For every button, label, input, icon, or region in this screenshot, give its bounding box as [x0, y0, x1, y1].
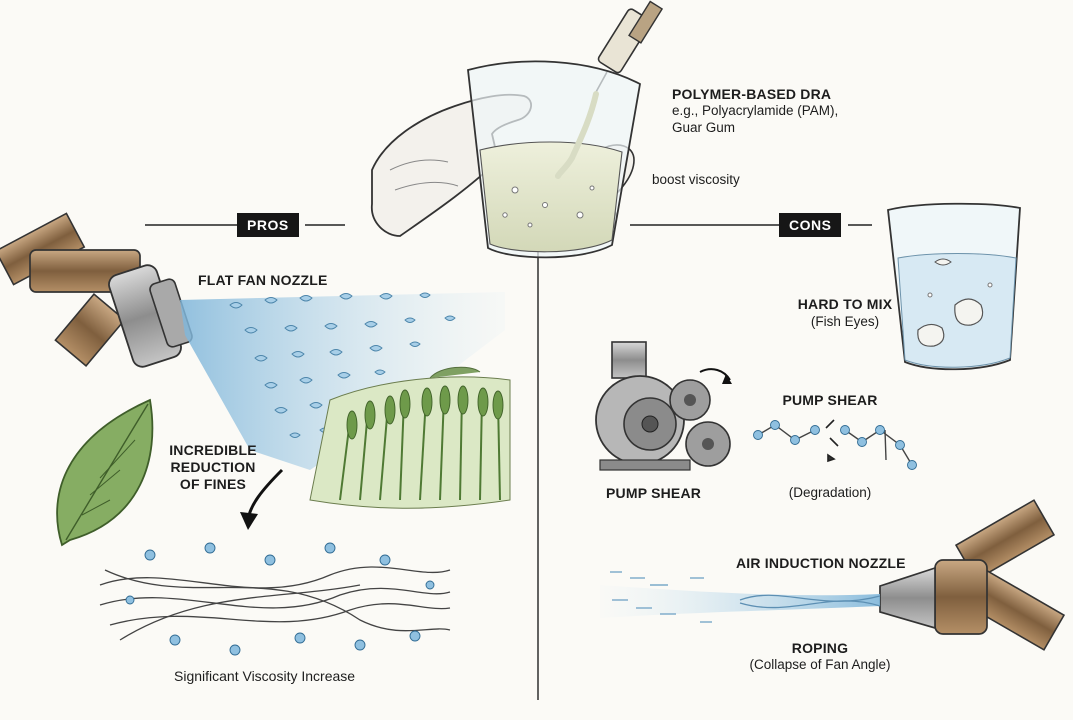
reduction-line1: INCREDIBLE — [169, 442, 257, 458]
polymer-molecule-network-icon — [99, 542, 451, 656]
down-arrow-icon — [240, 468, 284, 530]
viscosity-label: Significant Viscosity Increase — [174, 668, 356, 684]
beaker-with-polymer-icon — [467, 60, 641, 259]
pump-gears-icon — [595, 341, 732, 471]
air-induction-nozzle-icon — [879, 499, 1066, 651]
dra-title: POLYMER-BASED DRA — [672, 86, 832, 102]
roping-label: ROPING — [791, 640, 849, 656]
dra-examples-line1: e.g., Polyacrylamide (PAM), — [672, 103, 839, 118]
dra-note: boost viscosity — [652, 172, 740, 187]
roping-sub-label: (Collapse of Fan Angle) — [749, 657, 891, 672]
flat-fan-nozzle-icon — [0, 212, 193, 368]
reduction-line3: OF FINES — [179, 476, 247, 492]
hard-to-mix-label: HARD TO MIX — [797, 296, 893, 312]
degradation-label: (Degradation) — [788, 485, 872, 500]
degraded-chain-icon — [753, 419, 917, 470]
leaf-icon — [56, 398, 154, 547]
air-induction-nozzle-label: AIR INDUCTION NOZZLE — [736, 555, 906, 571]
cons-tag: CONS — [779, 213, 842, 237]
crop-field-icon — [309, 366, 511, 509]
dra-examples-line2: Guar Gum — [672, 120, 736, 135]
roping-spray — [600, 571, 881, 623]
fish-eyes-label: (Fish Eyes) — [810, 314, 880, 329]
section-dividers — [145, 224, 872, 700]
flat-fan-spray — [180, 292, 505, 470]
pros-tag: PROS — [237, 213, 299, 237]
chain-shear-label: PUMP SHEAR — [782, 392, 878, 408]
flat-fan-nozzle-label: FLAT FAN NOZZLE — [198, 272, 328, 288]
beaker-fish-eyes-icon — [887, 202, 1021, 371]
reduction-line2: REDUCTION — [170, 459, 256, 475]
pump-shear-label: PUMP SHEAR — [606, 485, 702, 501]
